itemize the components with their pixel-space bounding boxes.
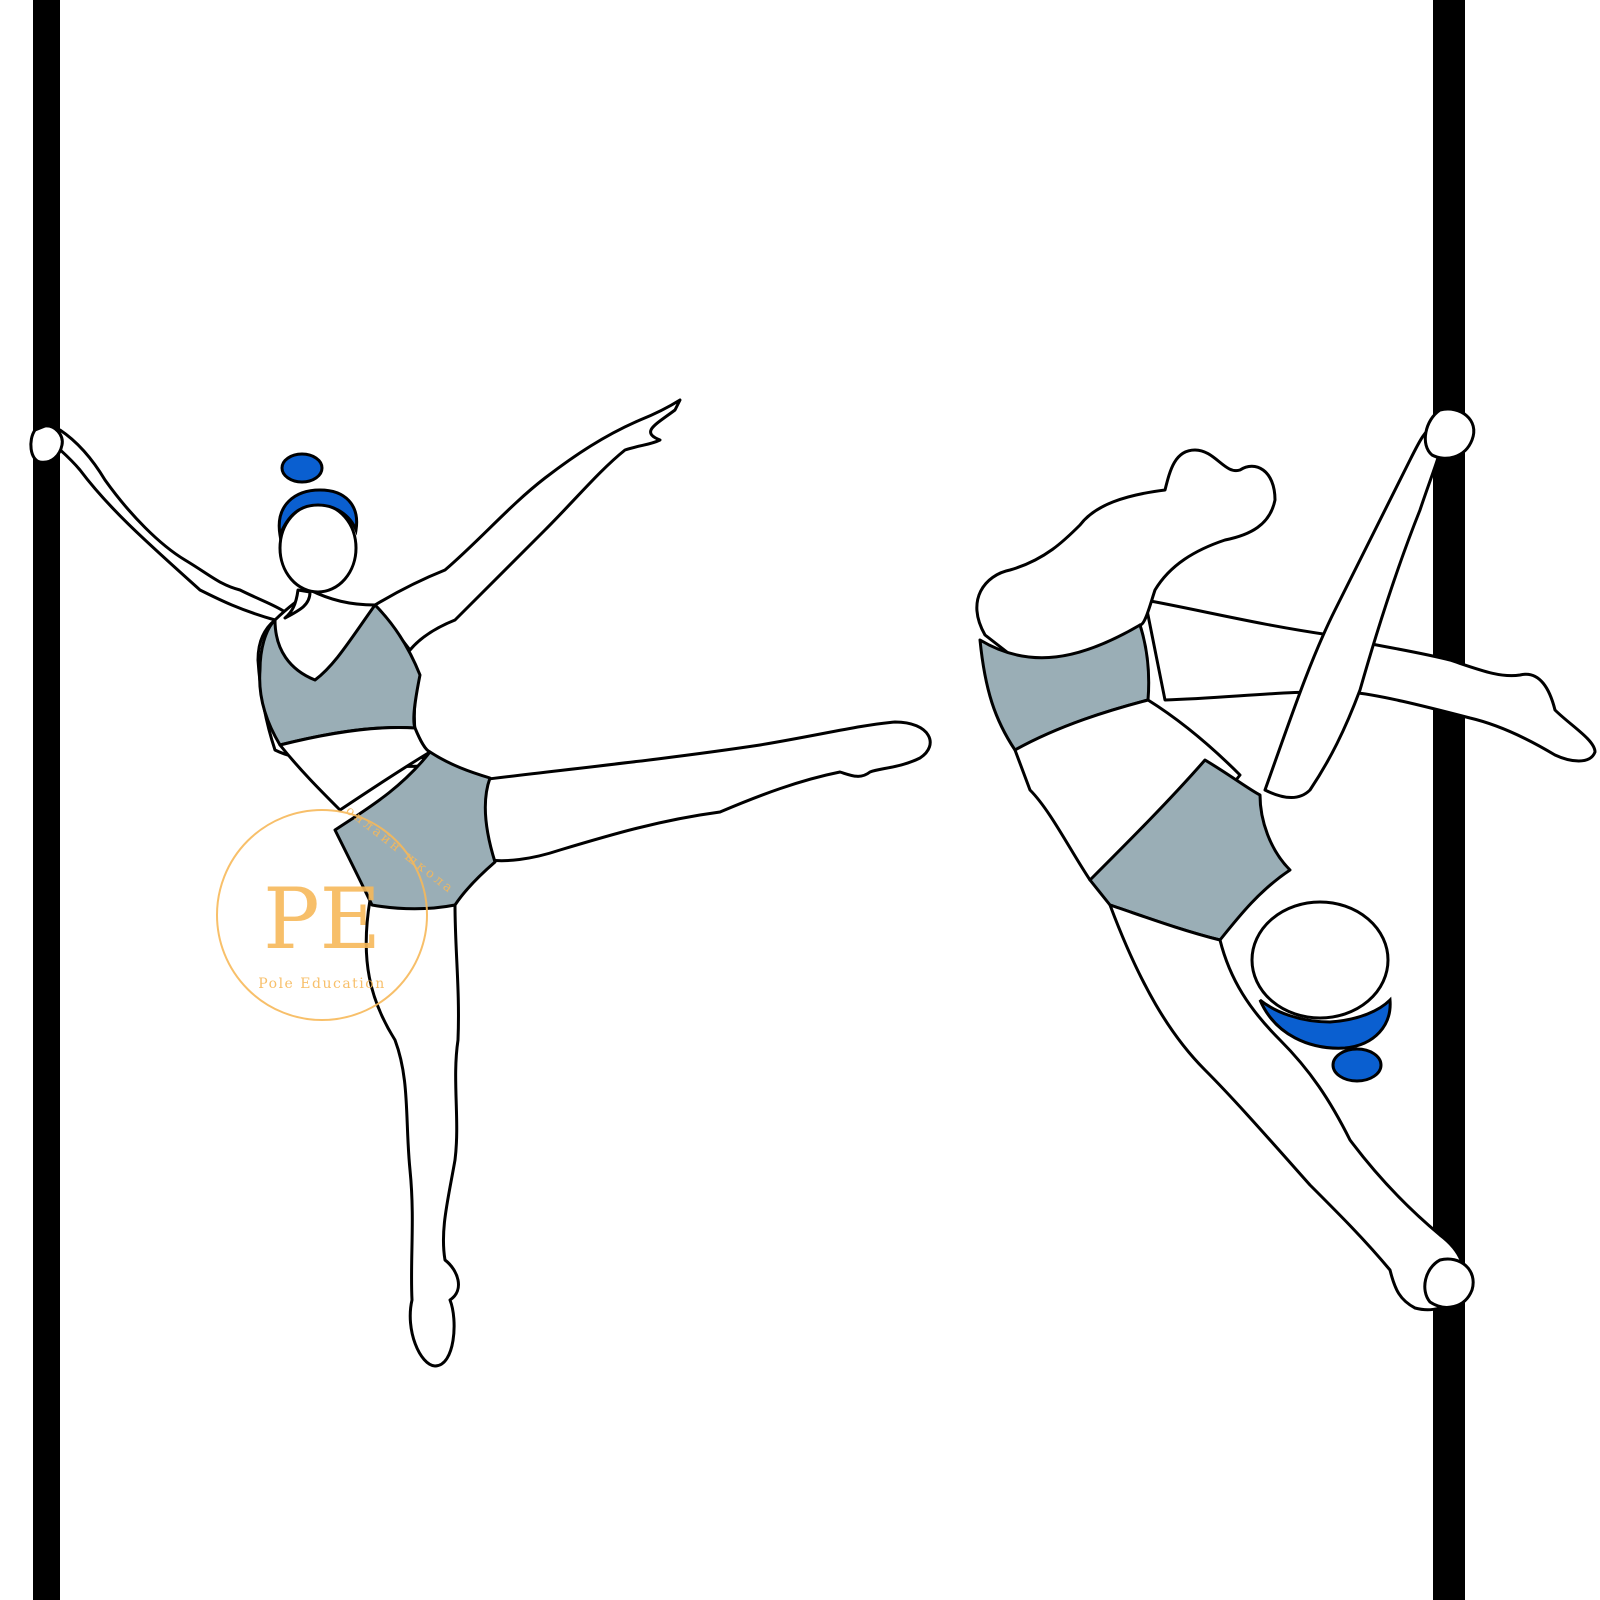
left-dancer-hair-bun <box>280 452 324 484</box>
watermark-circle <box>216 809 428 1021</box>
left-pole <box>33 0 60 1600</box>
right-dancer-lower-hand <box>1423 1257 1475 1309</box>
right-dancer-hair-bun <box>1331 1047 1383 1083</box>
left-dancer-shorts <box>333 750 497 911</box>
left-dancer-left-hand <box>29 424 64 464</box>
right-pole <box>1433 0 1465 1600</box>
right-dancer-upper-hand <box>1423 407 1476 460</box>
left-dancer-neck <box>283 588 312 620</box>
left-dancer-right-arm <box>373 398 682 652</box>
left-dancer <box>29 398 932 1368</box>
left-dancer-extended-leg <box>478 720 932 863</box>
left-dancer-hair <box>277 488 359 541</box>
left-dancer-top <box>258 603 422 747</box>
right-dancer-upper-arm <box>1263 423 1447 799</box>
right-dancer-face <box>1250 900 1390 1020</box>
right-dancer-bent-leg <box>975 448 1277 676</box>
left-dancer-left-arm <box>53 428 287 622</box>
right-dancer-hair <box>1258 996 1392 1050</box>
right-dancer <box>975 407 1597 1312</box>
left-dancer-standing-leg <box>364 898 460 1368</box>
watermark-name: Pole Education <box>258 976 385 992</box>
watermark-monogram: PE <box>263 870 381 968</box>
